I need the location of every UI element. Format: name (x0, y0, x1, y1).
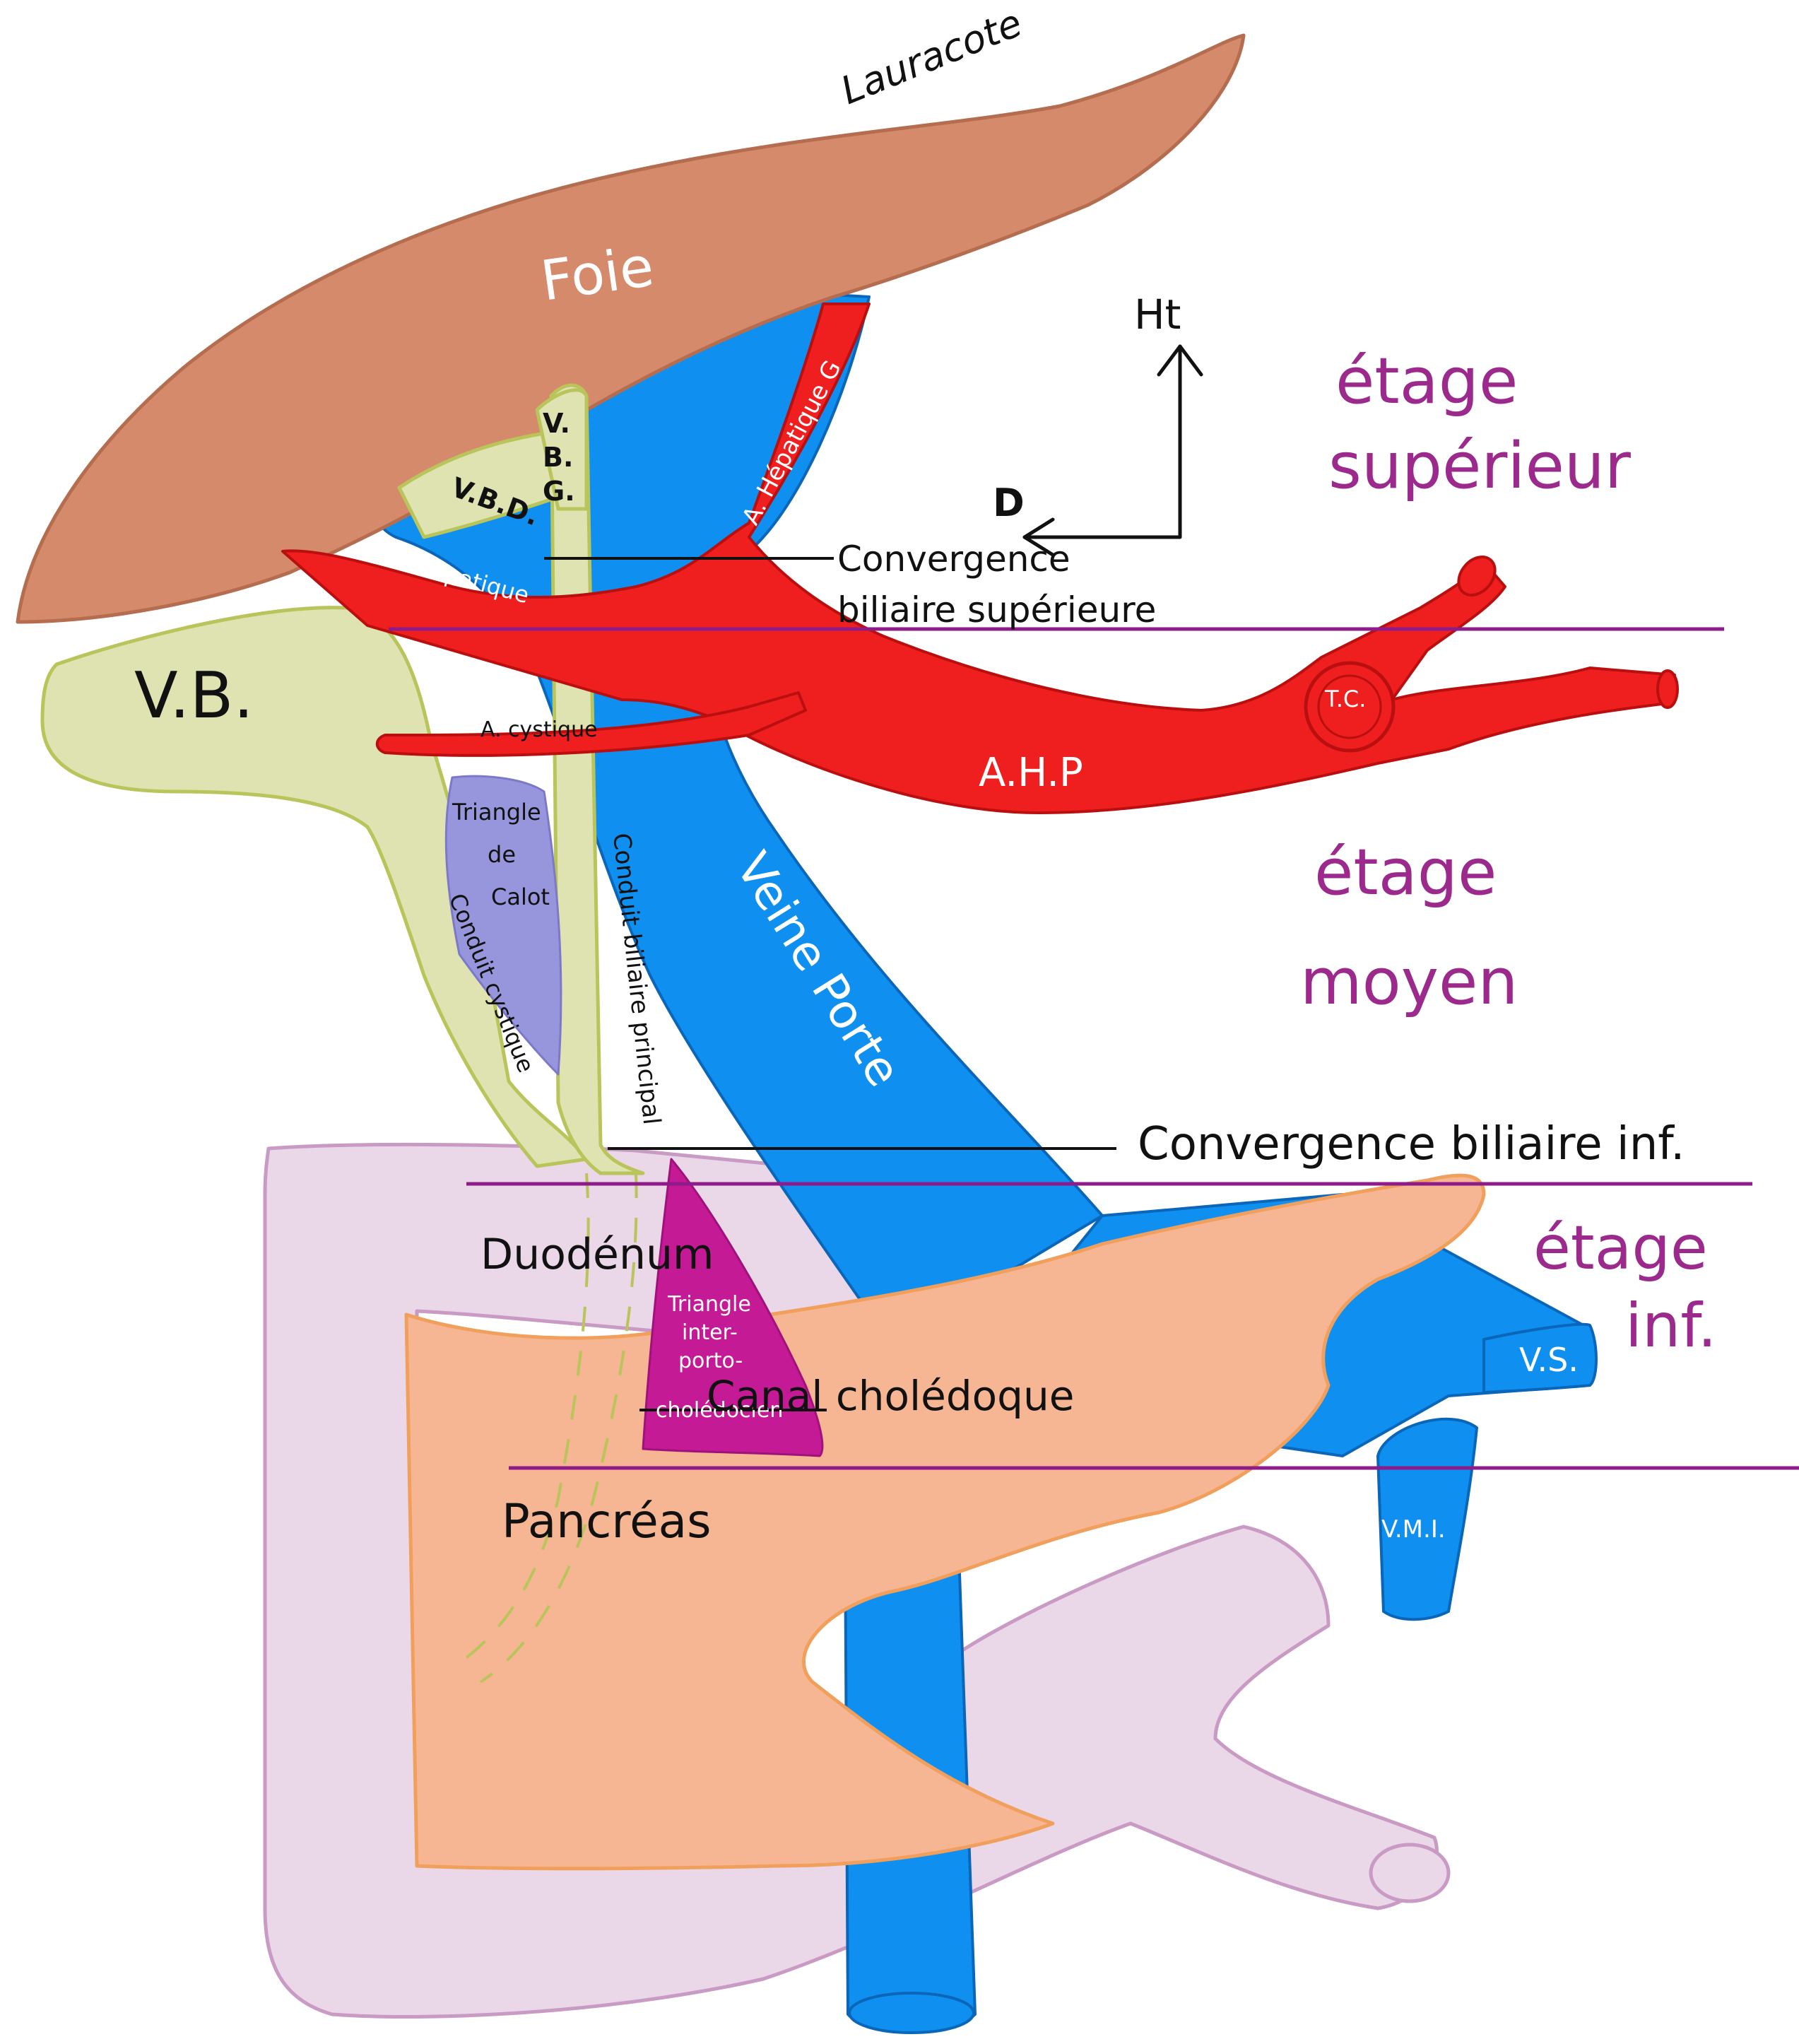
label-canal-choledoque: Canal cholédoque (707, 1372, 1074, 1420)
label-etage-inf-2: inf. (1625, 1291, 1717, 1361)
label-orientation-up: Ht (1134, 290, 1181, 339)
label-etage-moyen-1: étage (1314, 835, 1497, 910)
label-etage-moyen-2: moyen (1300, 945, 1518, 1019)
jejunum-cut-end (1371, 1845, 1449, 1901)
label-ahp: A.H.P (979, 750, 1083, 796)
label-duodenum: Duodénum (480, 1230, 714, 1279)
label-a-cystique: A. cystique (480, 717, 598, 742)
label-pancreas: Pancréas (502, 1494, 712, 1549)
label-vbg-1: V. (543, 408, 570, 439)
label-calot-3: Calot (491, 883, 550, 910)
label-interporto-3: porto- (678, 1349, 743, 1373)
smv-vein-end (849, 1993, 974, 2033)
label-etage-superieur-2: supérieur (1328, 429, 1631, 503)
orientation-axes (1025, 346, 1180, 537)
label-convergence-inf: Convergence biliaire inf. (1138, 1118, 1685, 1170)
label-interporto-2: inter- (682, 1320, 738, 1345)
label-calot-1: Triangle (452, 799, 541, 826)
label-orientation-right: D (993, 481, 1025, 525)
label-etage-superieur-1: étage (1335, 344, 1518, 418)
label-vb: V.B. (134, 659, 254, 733)
label-calot-2: de (488, 841, 516, 868)
label-interporto-1: Triangle (667, 1292, 751, 1317)
label-convergence-sup-2: biliaire supérieure (837, 589, 1156, 630)
label-vbg-3: G. (543, 476, 575, 507)
label-vbg-2: B. (543, 442, 573, 473)
label-convergence-sup-1: Convergence (837, 539, 1070, 580)
label-tc: T.C. (1324, 686, 1366, 712)
artery-end-right (1658, 671, 1677, 707)
label-etage-inf-1: étage (1533, 1213, 1708, 1284)
label-vs: V.S. (1519, 1341, 1579, 1379)
label-vmi: V.M.I. (1381, 1515, 1446, 1544)
label-lauracote: Lauracote (834, 1, 1028, 113)
